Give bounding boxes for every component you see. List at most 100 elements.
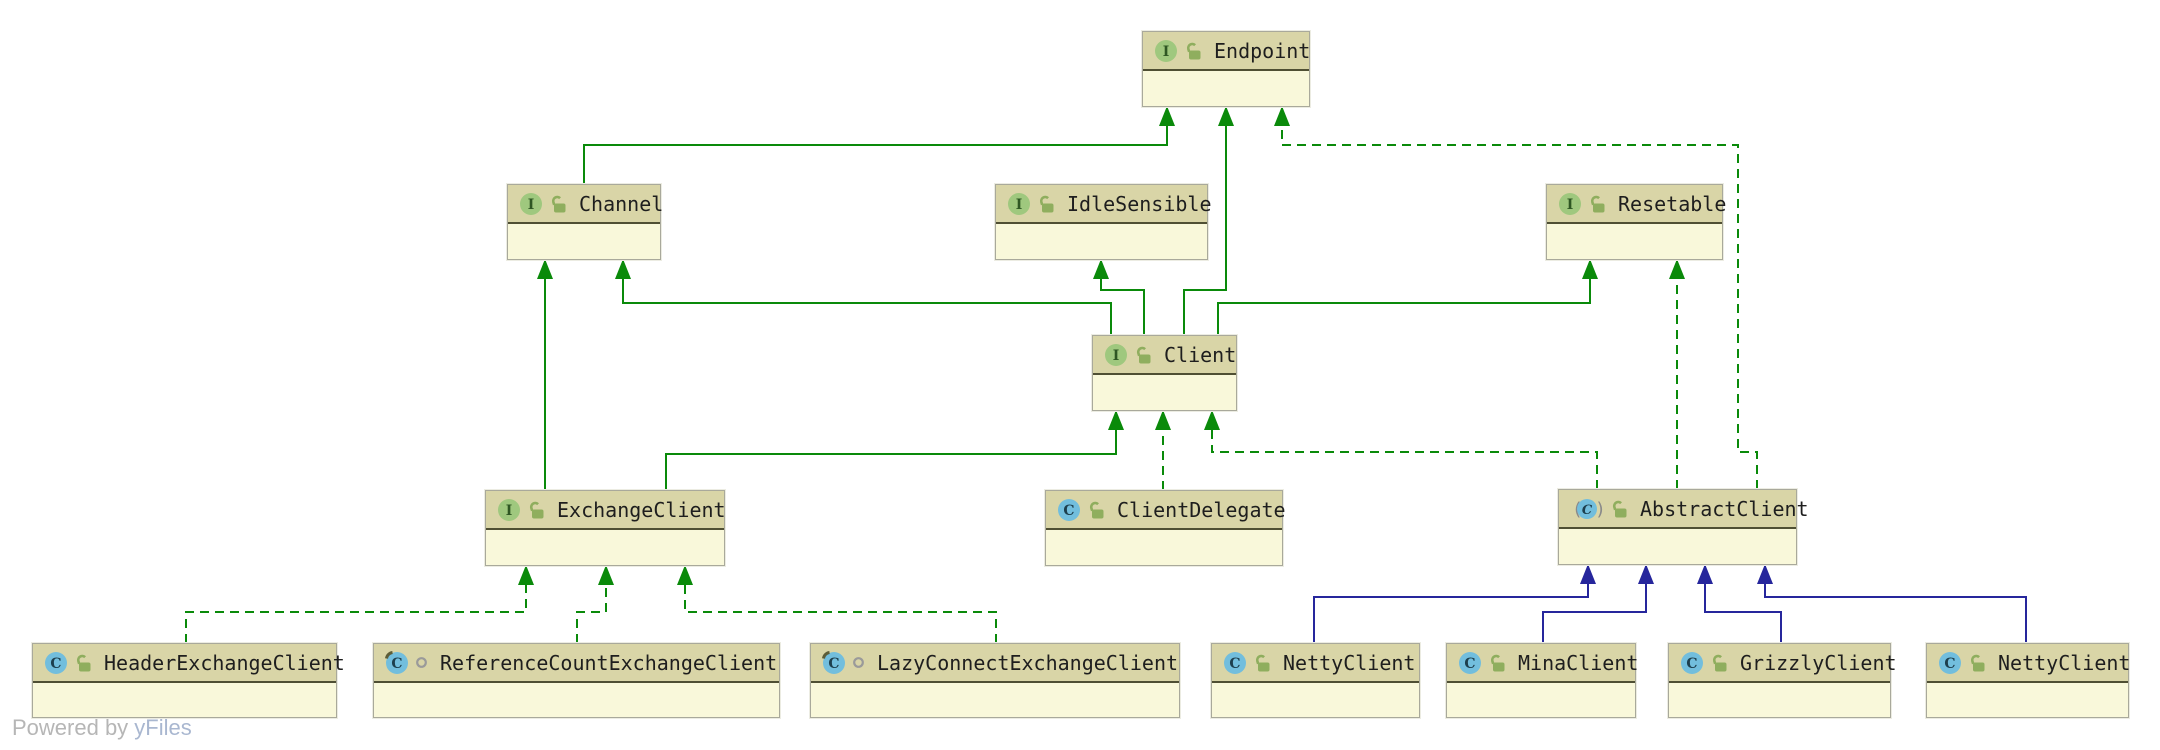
final-class-icon: C <box>822 650 846 675</box>
class-icon: C <box>1223 651 1247 675</box>
edge-lazyconnectexchangeclient-implements-exchangeclient[interactable] <box>677 565 997 643</box>
edge-grizzlyclient-extends-abstractclient[interactable] <box>1697 564 1782 643</box>
yfiles-watermark: Powered by yFiles <box>12 715 192 741</box>
node-lazyconnectexchangeclient[interactable]: C LazyConnectExchangeClient <box>810 643 1180 718</box>
node-attributes-section <box>996 224 1207 257</box>
svg-text:I: I <box>1016 197 1023 213</box>
public-lock-icon <box>74 652 92 674</box>
class-icon: C <box>44 651 68 675</box>
public-lock-icon <box>549 193 567 215</box>
class-icon: C <box>1938 651 1962 675</box>
svg-text:I: I <box>1113 348 1120 364</box>
public-lock-icon <box>1184 40 1202 62</box>
node-header: C LazyConnectExchangeClient <box>811 644 1179 683</box>
edge-client-extends-channel[interactable] <box>615 259 1112 335</box>
package-private-icon <box>415 656 428 669</box>
node-minaclient[interactable]: C MinaClient <box>1446 643 1639 718</box>
interface-icon: I <box>1154 39 1178 63</box>
node-header: C HeaderExchangeClient <box>33 644 345 683</box>
node-header: C MinaClient <box>1447 644 1639 683</box>
edge-abstractclient-implements-endpoint[interactable] <box>1274 106 1758 489</box>
node-label: ReferenceCountExchangeClient <box>440 650 778 675</box>
edge-client-extends-idlesensible[interactable] <box>1093 259 1145 335</box>
node-referencecountexchangeclient[interactable]: C ReferenceCountExchangeClient <box>373 643 780 718</box>
svg-text:C: C <box>1464 656 1475 672</box>
node-label: NettyClient <box>1283 650 1416 675</box>
svg-text:I: I <box>1567 197 1574 213</box>
public-lock-icon <box>1588 193 1606 215</box>
edge-nettyclient2-extends-abstractclient[interactable] <box>1757 564 2027 643</box>
edge-nettyclient1-extends-abstractclient[interactable] <box>1313 564 1596 643</box>
edge-referencecountexchangeclient-implements-exchangeclient[interactable] <box>576 565 614 643</box>
node-nettyclient1[interactable]: C NettyClient <box>1211 643 1420 718</box>
node-label: AbstractClient <box>1640 496 1809 521</box>
interface-icon: I <box>1007 192 1031 216</box>
abstract-class-icon: (C) <box>1570 497 1604 521</box>
node-attributes-section <box>508 224 660 257</box>
edge-client-extends-endpoint[interactable] <box>1183 106 1234 335</box>
node-label: Client <box>1164 342 1237 367</box>
node-label: HeaderExchangeClient <box>104 650 345 675</box>
node-endpoint[interactable]: I Endpoint <box>1142 31 1310 107</box>
edge-abstractclient-implements-client[interactable] <box>1204 410 1598 489</box>
edge-channel-extends-endpoint[interactable] <box>583 106 1175 184</box>
class-icon: C <box>1057 498 1081 522</box>
svg-text:C: C <box>1063 503 1074 519</box>
svg-text:C: C <box>1944 656 1955 672</box>
node-headerexchangeclient[interactable]: C HeaderExchangeClient <box>32 643 345 718</box>
public-lock-icon <box>1968 652 1986 674</box>
public-lock-icon <box>1037 193 1055 215</box>
node-attributes-section <box>811 683 1179 715</box>
powered-by-text: Powered by <box>12 715 135 740</box>
svg-text:): ) <box>1595 499 1604 520</box>
svg-text:I: I <box>1163 44 1170 60</box>
node-client[interactable]: I Client <box>1092 335 1237 411</box>
svg-text:C: C <box>50 656 61 672</box>
interface-icon: I <box>1558 192 1582 216</box>
edge-headerexchangeclient-implements-exchangeclient[interactable] <box>185 565 534 643</box>
svg-text:I: I <box>506 503 513 519</box>
yfiles-brand-text: yFiles <box>134 715 192 740</box>
edge-exchangeclient-extends-client[interactable] <box>665 410 1124 490</box>
node-attributes-section <box>1927 683 2128 715</box>
node-abstractclient[interactable]: (C) AbstractClient <box>1558 489 1809 565</box>
node-attributes-section <box>1212 683 1419 715</box>
public-lock-icon <box>527 499 545 521</box>
node-label: MinaClient <box>1518 650 1639 675</box>
public-lock-icon <box>1610 498 1628 520</box>
public-lock-icon <box>1087 499 1105 521</box>
node-attributes-section <box>33 683 336 715</box>
final-class-icon: C <box>385 650 409 675</box>
class-icon: C <box>1680 651 1704 675</box>
node-attributes-section <box>1559 529 1796 562</box>
node-label: ExchangeClient <box>557 497 726 522</box>
node-header: I ExchangeClient <box>486 491 726 530</box>
node-attributes-section <box>1143 71 1309 104</box>
node-label: ClientDelegate <box>1117 497 1286 522</box>
node-attributes-section <box>1093 375 1236 408</box>
edge-minaclient-extends-abstractclient[interactable] <box>1542 564 1654 643</box>
node-label: Endpoint <box>1214 38 1311 63</box>
node-attributes-section <box>1447 683 1635 715</box>
node-header: I Client <box>1093 336 1236 375</box>
public-lock-icon <box>1134 344 1152 366</box>
public-lock-icon <box>1488 652 1506 674</box>
node-label: LazyConnectExchangeClient <box>877 650 1179 675</box>
node-clientdelegate[interactable]: C ClientDelegate <box>1045 490 1286 566</box>
public-lock-icon <box>1253 652 1271 674</box>
svg-text:C: C <box>391 656 402 672</box>
node-attributes-section <box>1547 224 1722 257</box>
svg-text:C: C <box>1229 656 1240 672</box>
node-attributes-section <box>1669 683 1890 715</box>
edge-client-extends-resetable[interactable] <box>1217 259 1598 335</box>
node-exchangeclient[interactable]: I ExchangeClient <box>485 490 726 566</box>
